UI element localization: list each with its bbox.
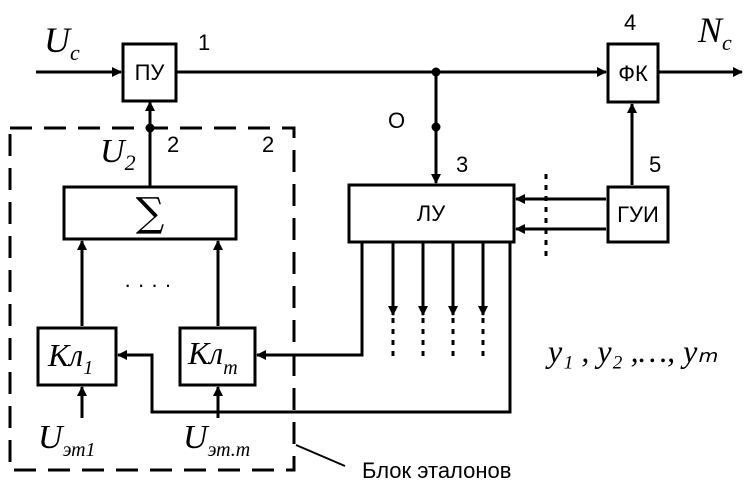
junction-dot-main: [431, 67, 441, 77]
uc-label: Uc: [44, 20, 80, 65]
lu-block: [347, 183, 516, 244]
kl1-block: [36, 326, 118, 387]
reference-block-caption: Блок эталонов: [362, 458, 511, 483]
wire-lu-to-klm: [256, 242, 364, 360]
uet1-label: Uэт1: [38, 419, 96, 461]
lu-label: ЛУ: [417, 201, 446, 226]
fk-block: [606, 42, 660, 104]
gui-block: [606, 185, 670, 244]
u2-label: U2: [100, 133, 136, 175]
label-2-right: 2: [262, 132, 274, 157]
pu-block: [121, 42, 178, 103]
junction-dot-u2: [145, 123, 155, 133]
label-2-left: 2: [167, 132, 179, 157]
ellipsis-dots: · · · ·: [124, 272, 172, 297]
gui-label: ГУИ: [617, 202, 659, 227]
label-5: 5: [649, 152, 661, 177]
wire-lu-to-kl1: [117, 242, 512, 414]
klm-block: [178, 326, 257, 387]
label-o: О: [388, 108, 405, 133]
caption-leader-line: [295, 444, 346, 467]
kl1-label: Кл1: [47, 337, 93, 379]
junction-dot-o: [431, 122, 441, 132]
fk-label: ФК: [618, 61, 648, 86]
outputs-label: y₁ , y₂ ,…, yₘ: [545, 333, 717, 369]
uetm-label: Uэт.m: [183, 419, 250, 461]
label-1: 1: [198, 30, 210, 55]
summator-symbol: ∑: [136, 190, 165, 236]
label-4: 4: [624, 10, 636, 35]
label-3: 3: [456, 152, 468, 177]
summator-block: [62, 185, 238, 241]
klm-label: Клm: [187, 335, 238, 379]
pu-label: ПУ: [135, 60, 166, 85]
nc-label: Nc: [697, 10, 732, 55]
